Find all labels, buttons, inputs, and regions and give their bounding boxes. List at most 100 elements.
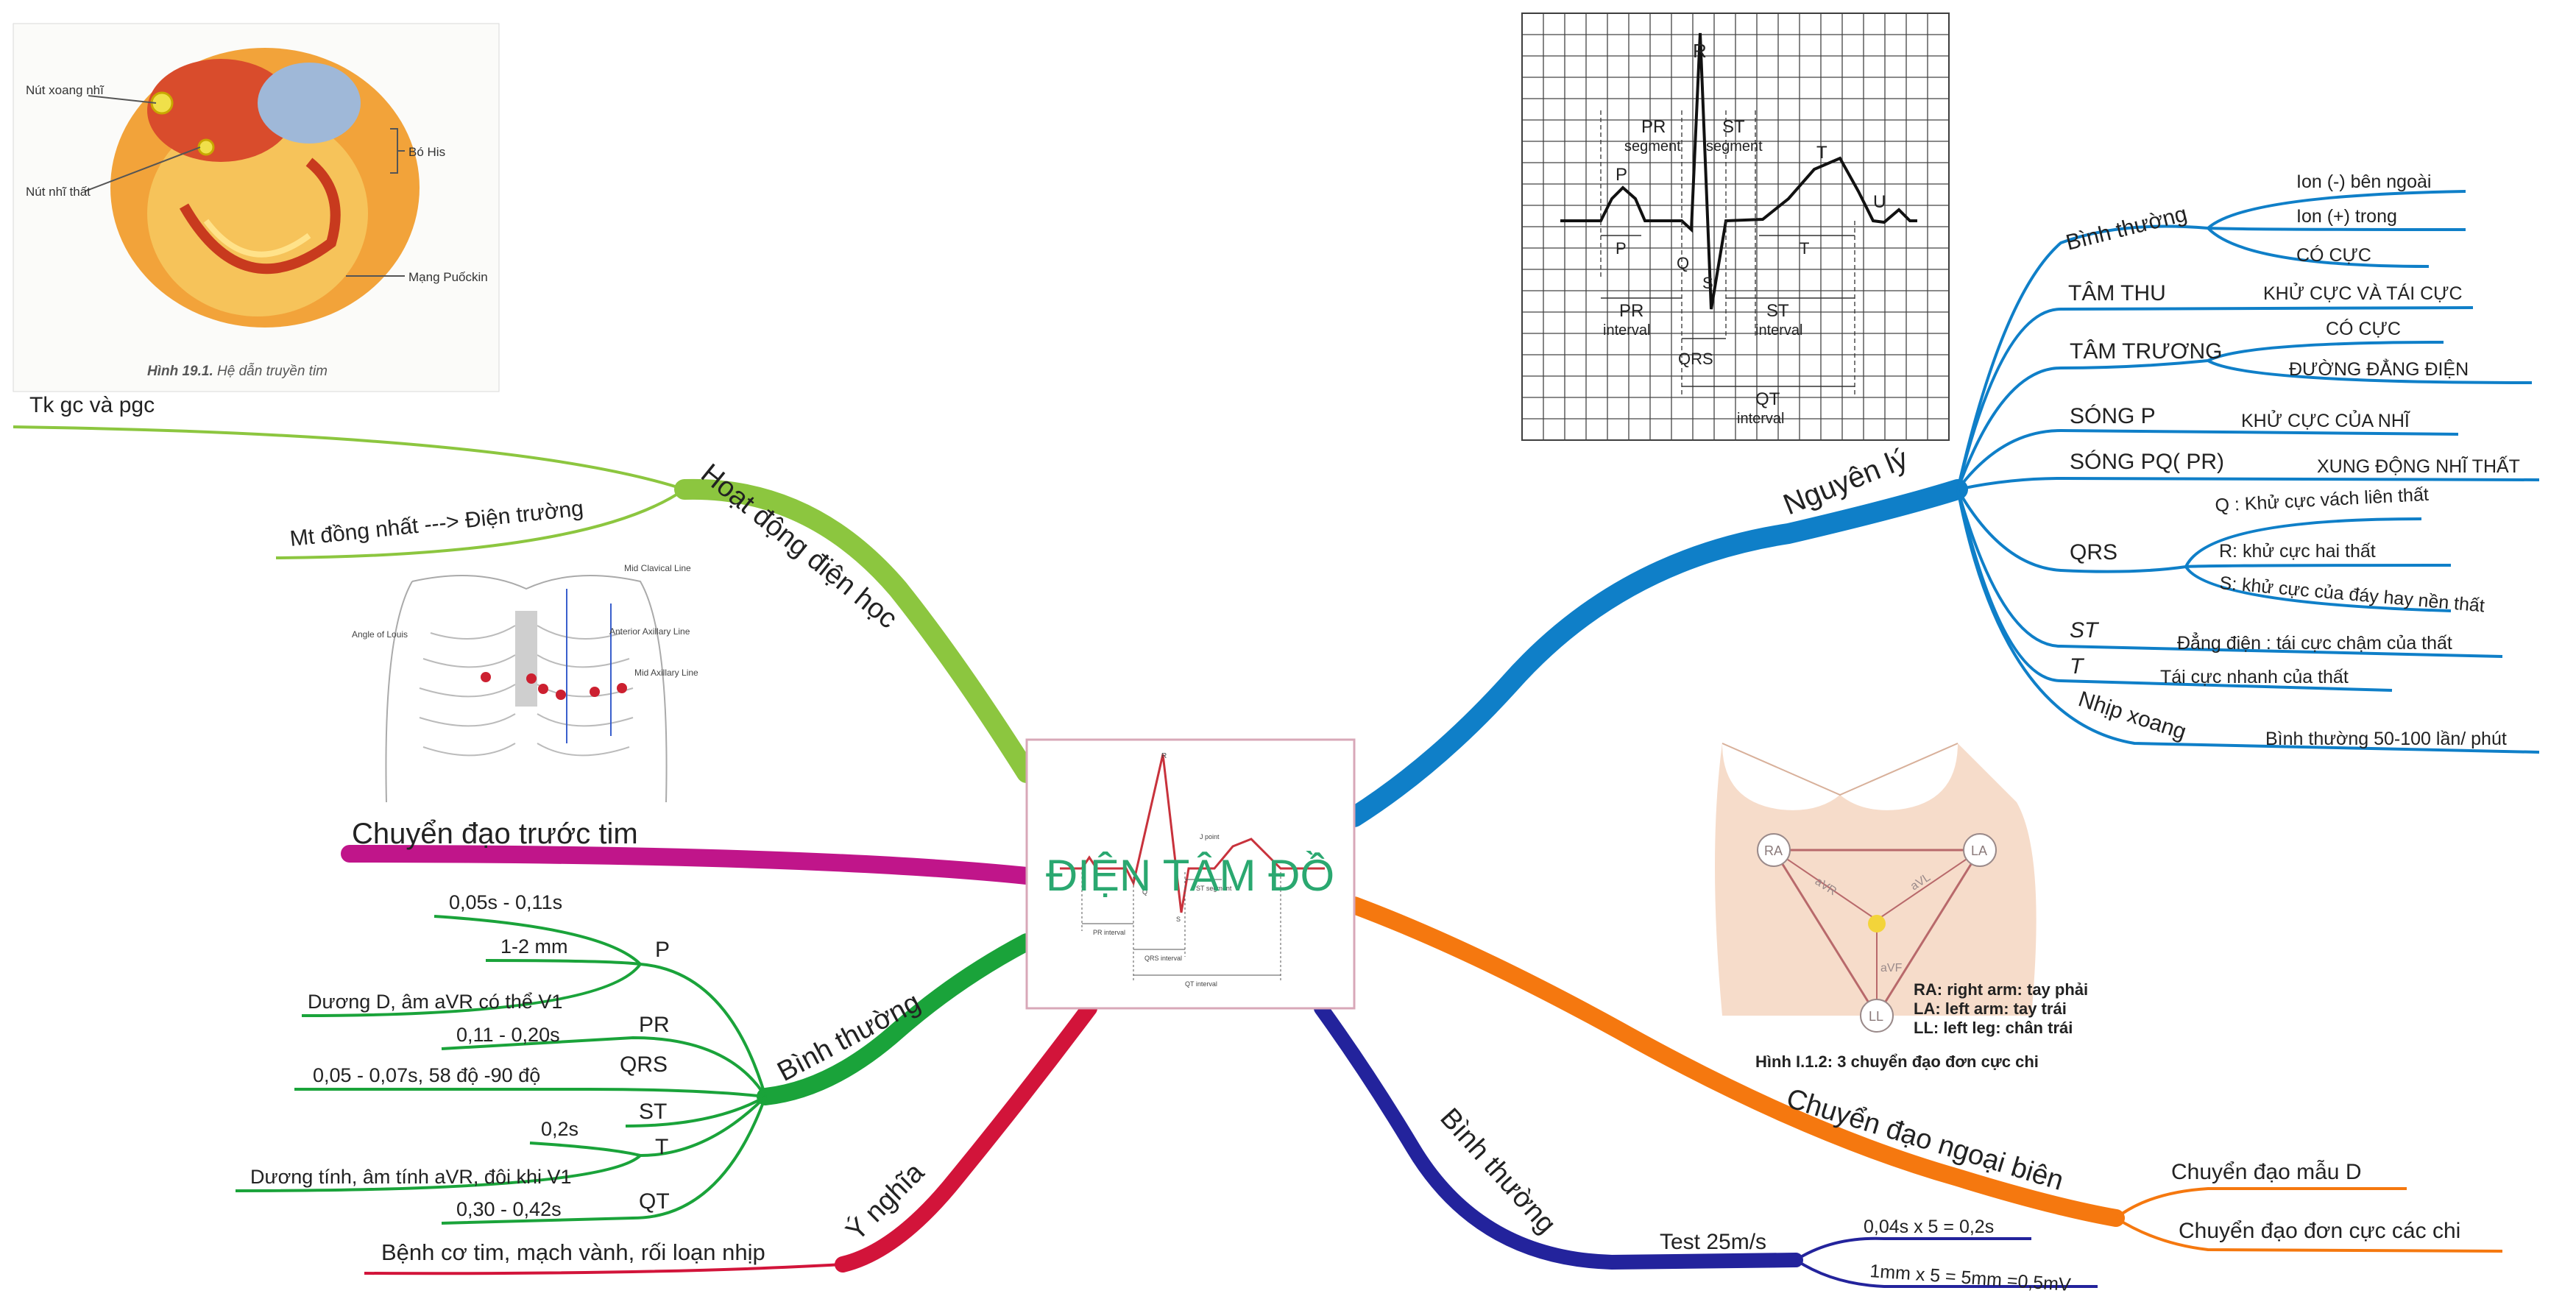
- connector-line: [1956, 489, 2540, 754]
- connector-line: [2207, 227, 2466, 231]
- bt-left-label-p[interactable]: P: [655, 938, 670, 962]
- nl-bt-val-3[interactable]: CÓ CỰC: [2296, 244, 2371, 266]
- bt-left-label-t[interactable]: T: [655, 1135, 668, 1159]
- ecg-label-p: P: [1616, 165, 1627, 185]
- bt-left-p-val-2[interactable]: 1-2 mm: [500, 935, 568, 958]
- limb-legend-la: LA: left arm: tay trái: [1914, 999, 2067, 1018]
- ecg-label-qrs: QRS: [1678, 350, 1713, 368]
- ecg-grid-image: R P PR segment ST segment T U P Q S T PR…: [1521, 13, 1950, 441]
- limb-caption: Hình I.1.2: 3 chuyển đạo đơn cực chi: [1755, 1052, 2039, 1071]
- bt-left-label-st[interactable]: ST: [639, 1100, 667, 1124]
- nl-bt-val-2[interactable]: Ion (+) trong: [2296, 206, 2397, 227]
- nl-song-pq-val[interactable]: XUNG ĐỘNG NHĨ THẤT: [2317, 456, 2520, 477]
- connector-line: [294, 1088, 766, 1098]
- bt-left-t-val-2[interactable]: Dương tính, âm tính aVR, đôi khi V1: [250, 1166, 572, 1188]
- ecg-label-st-seg: ST: [1722, 117, 1745, 137]
- ecg-label-p2: P: [1616, 239, 1627, 258]
- bt-left-p-val-3[interactable]: Dương D, âm aVR có thể V1: [308, 991, 562, 1013]
- limb-axis-avf: aVF: [1880, 962, 1903, 974]
- ecg-label-qt-int2: interval: [1737, 411, 1784, 427]
- bt-left-label-pr[interactable]: PR: [639, 1013, 670, 1037]
- center-node[interactable]: R J point ST segment PR interval QRS int…: [1025, 738, 1356, 1010]
- bt-left-t-val-1[interactable]: 0,2s: [541, 1118, 578, 1140]
- chest-label-mid-clavical: Mid Clavical Line: [624, 563, 691, 573]
- branch-y-nghia-title[interactable]: Ý nghĩa: [840, 1156, 931, 1247]
- ecg-label-s: S: [1702, 274, 1713, 292]
- limb-node-ra: RA: [1764, 843, 1783, 858]
- ecg-label-t: T: [1816, 143, 1827, 163]
- nl-label-st[interactable]: ST: [2070, 618, 2100, 643]
- nl-song-p-val[interactable]: KHỬ CỰC CỦA NHĨ: [2241, 409, 2410, 431]
- bt-right-leaf-1[interactable]: 0,04s x 5 = 0,2s: [1864, 1217, 1994, 1237]
- ecg-label-st-seg2: segment: [1706, 138, 1763, 155]
- connector-line: [2184, 565, 2452, 612]
- connector-line: [2185, 564, 2452, 568]
- nl-label-nhip-xoang[interactable]: Nhịp xoang: [2076, 687, 2190, 744]
- limb-legend-ra: RA: right arm: tay phải: [1914, 980, 2088, 999]
- connector-line: [2207, 359, 2533, 384]
- bt-right-sub-test[interactable]: Test 25m/s: [1660, 1230, 1766, 1254]
- nl-label-song-pq[interactable]: SÓNG PQ( PR): [2070, 450, 2224, 474]
- heart-label-sinus-node: Nút xoang nhĩ: [26, 83, 105, 97]
- center-ecg-st: ST segment: [1196, 885, 1232, 892]
- branch-hoat-dong-title[interactable]: Hoạt động điện học: [695, 458, 903, 634]
- ecg-label-qt-int: QT: [1755, 389, 1780, 409]
- bt-left-p-val-1[interactable]: 0,05s - 0,11s: [449, 891, 562, 913]
- nl-t-val[interactable]: Tái cực nhanh của thất: [2160, 667, 2349, 687]
- bt-right-leaf-2[interactable]: 1mm x 5 = 5mm =0,5mV: [1869, 1261, 2072, 1295]
- center-title[interactable]: ĐIỆN TÂM ĐỒ: [1046, 851, 1334, 900]
- ecg-label-st-int: ST: [1766, 301, 1789, 321]
- branch-chuyen-dao-truoc-tim: Chuyển đạo trước tim: [341, 818, 1036, 885]
- connector-line: [1957, 476, 2540, 491]
- center-ecg-qrs: QRS interval: [1144, 955, 1182, 962]
- bt-left-label-qrs[interactable]: QRS: [620, 1052, 668, 1077]
- nl-label-qrs[interactable]: QRS: [2070, 540, 2117, 564]
- ecg-label-pr-int2: interval: [1603, 322, 1650, 339]
- nl-bt-val-1[interactable]: Ion (-) bên ngoài: [2296, 171, 2431, 192]
- ecg-label-u: U: [1873, 192, 1886, 212]
- nl-label-tam-thu[interactable]: TÂM THU: [2068, 281, 2166, 305]
- nl-nhip-xoang-val[interactable]: Bình thường 50-100 lần/ phút: [2265, 729, 2507, 749]
- connector-line: [1956, 359, 2209, 490]
- bt-left-pr-val[interactable]: 0,11 - 0,20s: [456, 1024, 560, 1046]
- connector-line: [1956, 306, 2474, 490]
- y-nghia-leaf[interactable]: Bệnh cơ tim, mạch vành, rối loạn nhịp: [381, 1239, 765, 1265]
- branch-hoat-dong-stroke: [674, 478, 1037, 783]
- center-ecg-jpoint: J point: [1200, 833, 1220, 840]
- connector-line: [625, 1095, 766, 1128]
- ngoai-bien-leaf-mau-d[interactable]: Chuyển đạo mẫu D: [2171, 1160, 2362, 1184]
- bt-left-qrs-val[interactable]: 0,05 - 0,07s, 58 độ -90 độ: [313, 1064, 540, 1086]
- nl-qrs-val-3[interactable]: S: khử cực của đáy hay nền thất: [2218, 573, 2485, 616]
- nl-label-song-p[interactable]: SÓNG P: [2070, 404, 2156, 428]
- connector-line: [2207, 227, 2430, 268]
- hoat-dong-leaf-mt[interactable]: Mt đồng nhất ---> Điện trường: [289, 496, 584, 551]
- branch-truoc-tim-title[interactable]: Chuyển đạo trước tim: [352, 818, 638, 850]
- nl-tam-thu-val[interactable]: KHỬ CỰC VÀ TÁI CỰC: [2263, 282, 2463, 304]
- connector-line: [1956, 224, 2209, 490]
- nl-label-binh-thuong[interactable]: Bình thường: [2064, 202, 2190, 255]
- connector-line: [1956, 489, 2187, 573]
- ngoai-bien-leaf-don-cuc[interactable]: Chuyển đạo đơn cực các chi: [2179, 1219, 2460, 1243]
- center-ecg-r: R: [1161, 752, 1167, 760]
- bt-left-qt-val[interactable]: 0,30 - 0,42s: [456, 1198, 562, 1220]
- heart-label-his-bundle: Bó His: [408, 145, 445, 159]
- chest-leads-image: Mid Clavical Line Angle of Louis Anterio…: [331, 548, 714, 806]
- connector-line: [1956, 428, 2459, 491]
- chest-label-mid-axillary: Mid Axillary Line: [634, 668, 698, 678]
- nl-label-t[interactable]: T: [2070, 654, 2085, 679]
- nl-label-tam-truong[interactable]: TÂM TRƯƠNG: [2070, 339, 2222, 364]
- connector-line: [441, 1096, 767, 1225]
- bt-left-label-qt[interactable]: QT: [639, 1189, 670, 1214]
- ecg-label-q: Q: [1677, 254, 1689, 272]
- branch-binh-thuong-right-title[interactable]: Bình thường: [1434, 1102, 1562, 1239]
- connector-line: [529, 1095, 767, 1158]
- nl-tam-truong-val-2[interactable]: ĐƯỜNG ĐẲNG ĐIỆN: [2289, 358, 2469, 380]
- hoat-dong-leaf-tk[interactable]: Tk gc và pgc: [29, 393, 155, 417]
- nl-qrs-val-2[interactable]: R: khử cực hai thất: [2219, 541, 2376, 562]
- connector-line: [1956, 489, 2393, 692]
- nl-qrs-val-1[interactable]: Q : Khử cực vách liên thất: [2215, 484, 2430, 516]
- nl-st-val[interactable]: Đẳng điện : tái cực chậm của thất: [2177, 631, 2452, 654]
- nl-tam-truong-val-1[interactable]: CÓ CỰC: [2326, 318, 2401, 339]
- connector-line: [301, 963, 642, 1017]
